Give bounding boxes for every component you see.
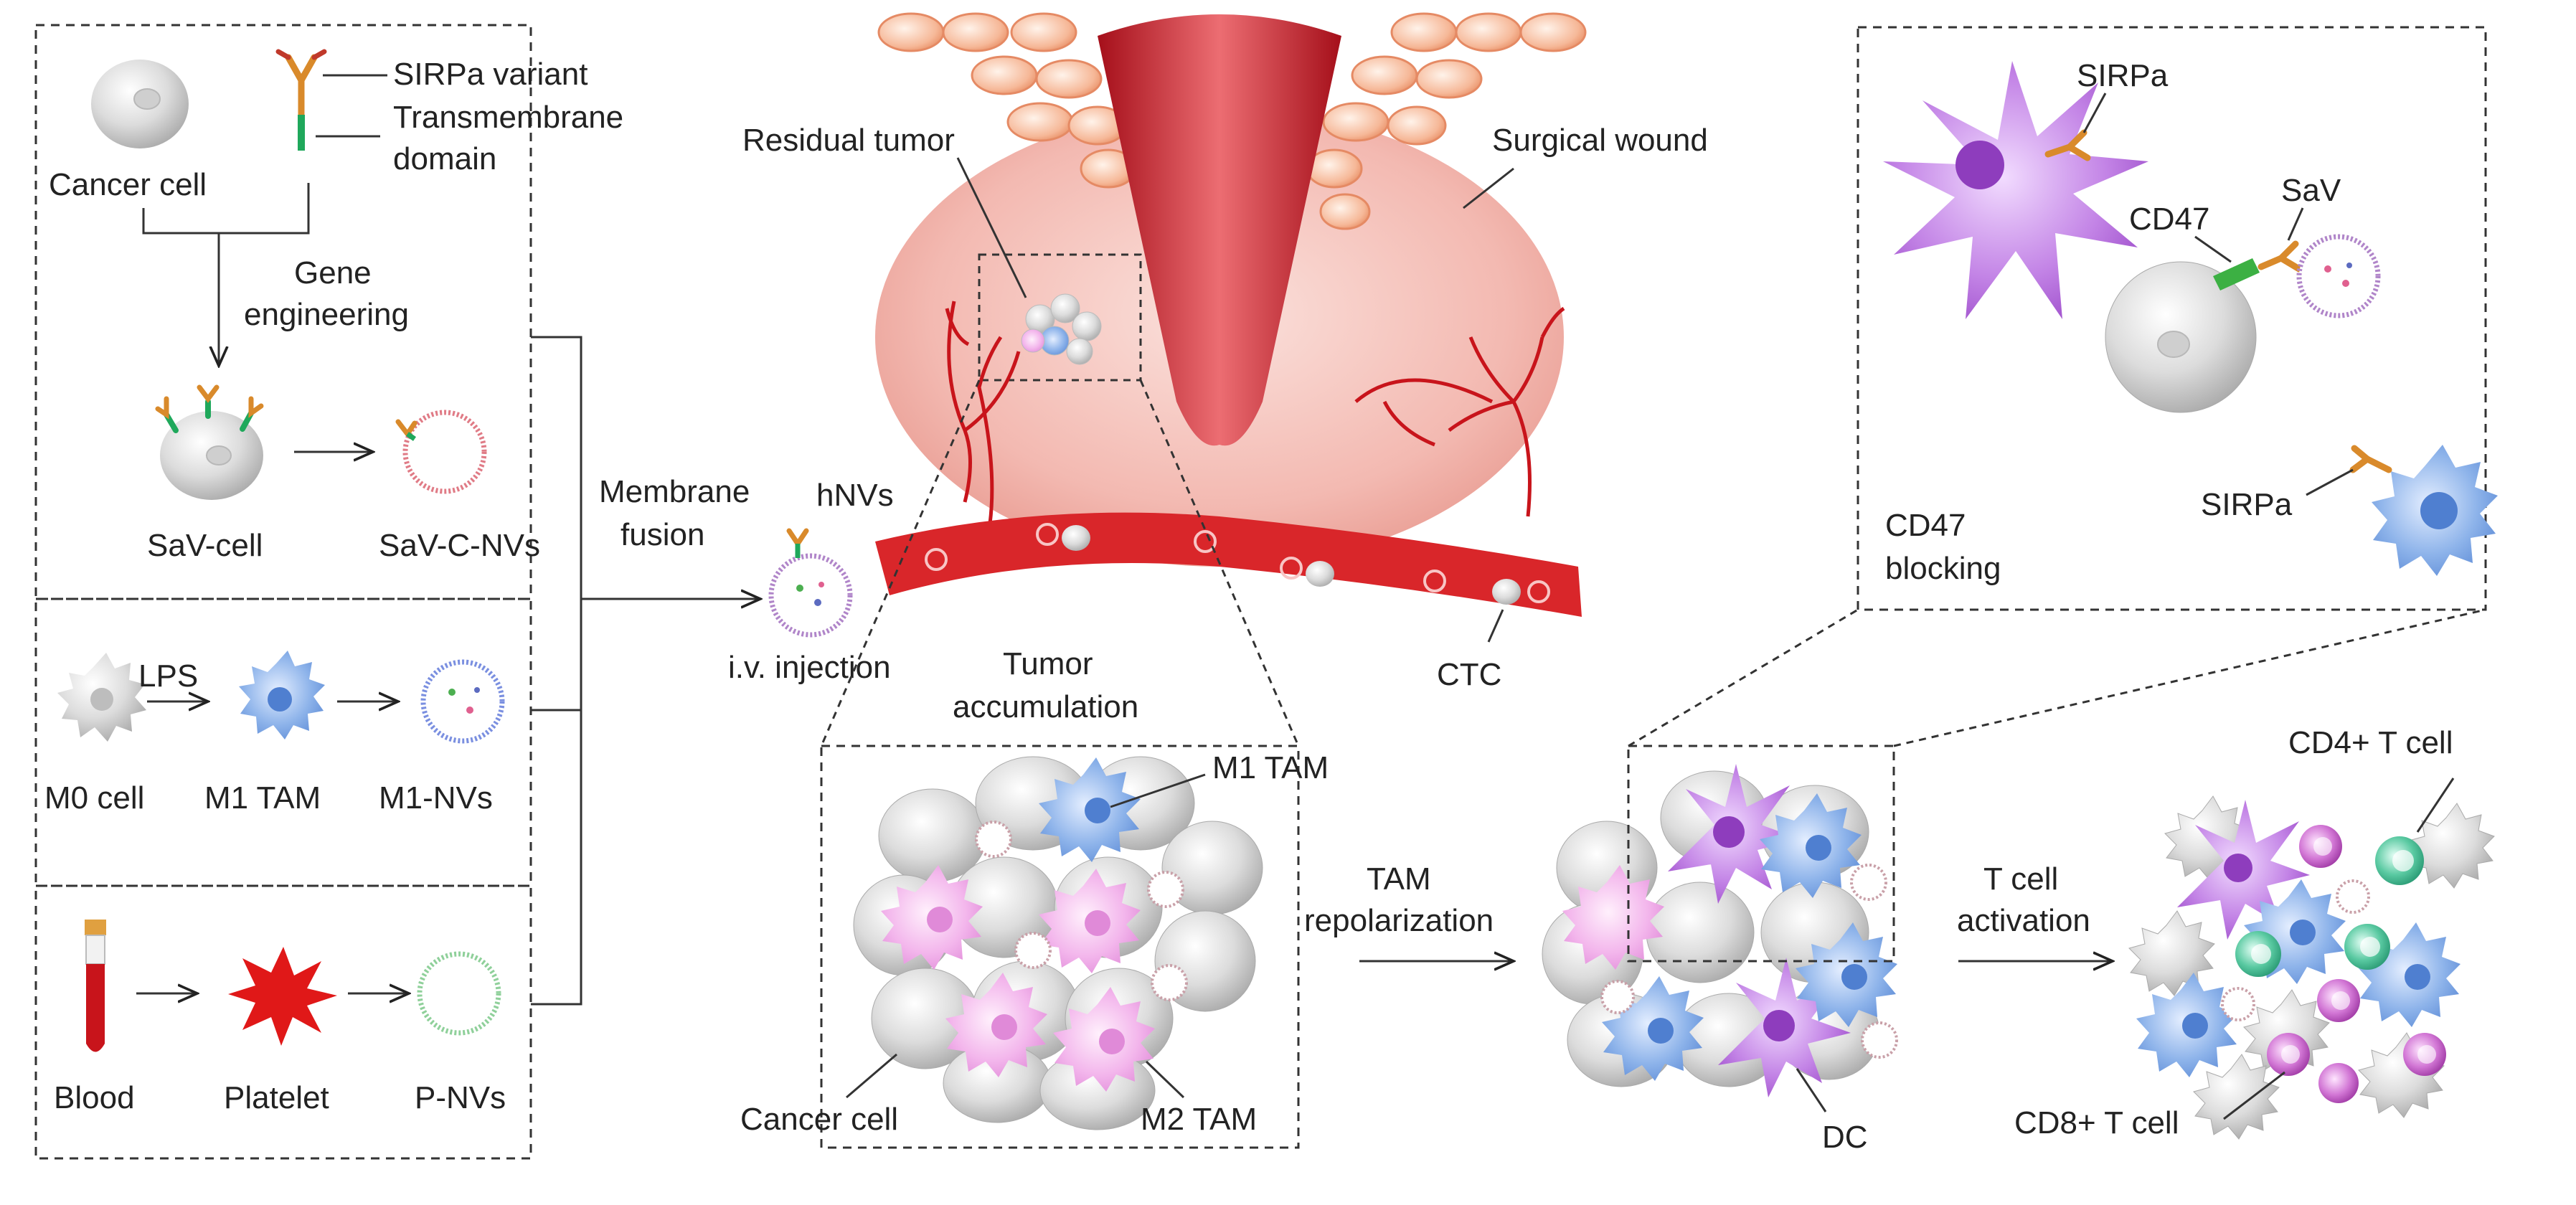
cd47-blocking-label-2: blocking (1885, 551, 2001, 586)
sav-c-nvs-label: SaV-C-NVs (379, 528, 540, 563)
cd47-label: CD47 (2129, 202, 2210, 237)
cd4-t-cells (2235, 836, 2424, 977)
blood-tube-icon (85, 920, 106, 1052)
sirpa-receptor-top-icon (2044, 129, 2091, 161)
ctc-label: CTC (1437, 657, 1501, 692)
lps-label: LPS (138, 658, 198, 694)
cd8-t-cells (2267, 825, 2446, 1103)
sav-c-nvs-icon (395, 410, 487, 494)
blood-label: Blood (54, 1080, 135, 1115)
cd4-label: CD4+ T cell (2288, 725, 2453, 760)
cancer-cell-box-label: Cancer cell (740, 1102, 898, 1137)
cancer-cell-label: Cancer cell (49, 167, 207, 202)
m1-nvs-label: M1-NVs (379, 780, 493, 816)
sav-cell-icon (155, 384, 264, 500)
p-nvs-icon (417, 951, 501, 1036)
hnvs-label: hNVs (816, 478, 894, 513)
blood-vessel (875, 512, 1582, 617)
activation-label: activation (1957, 903, 2090, 938)
cd47-blocking-label-1: CD47 (1885, 508, 1966, 543)
m2-tam-label: M2 TAM (1141, 1102, 1257, 1137)
iv-injection-label: i.v. injection (728, 650, 891, 685)
m0-cell-label: M0 cell (44, 780, 144, 816)
hnvs-group: Membrane fusion hNVs i.v. injection (599, 474, 894, 685)
transmembrane-label-2: domain (393, 141, 496, 176)
dc-label: DC (1822, 1120, 1868, 1155)
platelet-box (34, 884, 532, 1160)
sav-cell-label: SaV-cell (147, 528, 263, 563)
tcell-label: T cell (1983, 861, 2058, 897)
sirpa-bottom-label: SIRPa (2201, 487, 2293, 522)
p-nvs-label: P-NVs (415, 1080, 506, 1115)
vessel-cells (925, 523, 1550, 605)
nv-icon (2296, 234, 2381, 318)
m0-cell-icon (57, 653, 146, 742)
m1-tam-box-label: M1 TAM (1212, 750, 1329, 785)
repolarization-label: repolarization (1304, 903, 1494, 938)
sirpa-variant-icon (275, 49, 327, 151)
sirpa-top-label: SIRPa (2077, 58, 2169, 93)
repolarized-tumor: DC (1542, 745, 1898, 1155)
sav-binding-icon (2257, 240, 2303, 273)
m1-box (34, 597, 532, 887)
left-panel: Cancer cell SIRPa variant Transmembrane … (34, 24, 760, 1160)
membrane-label: Membrane (599, 474, 750, 509)
tumor-box: M1 TAM Cancer cell M2 TAM (740, 745, 1329, 1149)
m1-tam-sirpa-icon (2349, 445, 2498, 576)
residual-tumor-cells (1021, 293, 1102, 365)
cd47-box: SIRPa CD47 SaV SIRPa CD4 (1856, 26, 2498, 611)
m1-tam-label: M1 TAM (204, 780, 321, 816)
dc-icon (1883, 61, 2148, 319)
engineering-label: engineering (244, 297, 409, 332)
hnvs-icon (768, 528, 853, 638)
tumor-cluster (853, 756, 1263, 1130)
m1-tam-icon (239, 651, 325, 739)
accumulation-label: accumulation (953, 689, 1138, 724)
m1-nvs-icon (420, 659, 505, 744)
residual-tumor-box (978, 253, 1142, 382)
sav-label: SaV (2281, 173, 2341, 208)
gene-label: Gene (294, 255, 372, 290)
cd8-label: CD8+ T cell (2014, 1105, 2179, 1140)
tam-label: TAM (1367, 861, 1431, 897)
platelet-icon (228, 947, 337, 1046)
fusion-label: fusion (621, 517, 704, 552)
residual-tumor-label: Residual tumor (742, 123, 955, 158)
sirpa-variant-label: SIRPa variant (393, 57, 588, 92)
surgical-wound-label: Surgical wound (1492, 123, 1708, 158)
cancer-cell-icon (91, 60, 189, 148)
capillaries (945, 301, 1565, 524)
tumor-label: Tumor (1003, 646, 1093, 681)
surgical-site: Residual tumor Surgical wound (742, 12, 1708, 692)
wound-wedge (1098, 14, 1341, 446)
skin-cells (877, 12, 1587, 230)
transmembrane-label-1: Transmembrane (393, 100, 623, 135)
activated-cluster: CD4+ T cell CD8+ T cell (2014, 725, 2495, 1140)
cd47-cancer-cell-icon (2105, 258, 2260, 413)
platelet-label: Platelet (224, 1080, 329, 1115)
